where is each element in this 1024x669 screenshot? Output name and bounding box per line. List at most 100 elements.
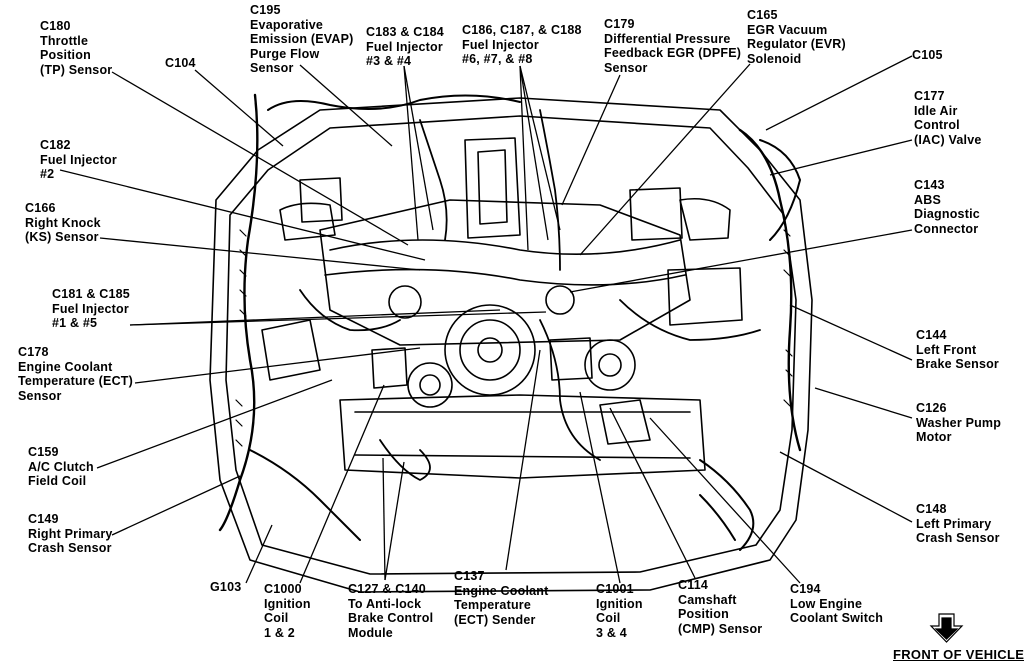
label-line: C183 & C184 — [366, 25, 444, 39]
label-line: Fuel Injector — [366, 39, 443, 54]
label-line: Fuel Injector — [52, 301, 129, 316]
label-c104: C104 — [165, 56, 196, 71]
label-line: #6, #7, & #8 — [462, 52, 533, 66]
label-line: EGR Vacuum — [747, 22, 828, 37]
leader-c114 — [609, 407, 696, 579]
label-line: Engine Coolant — [18, 359, 113, 374]
label-line: Right Knock — [25, 215, 101, 230]
label-line: Motor — [916, 430, 952, 444]
label-line: #2 — [40, 167, 55, 181]
label-line: Diagnostic — [914, 207, 980, 221]
front-of-vehicle-label: FRONT OF VEHICLE — [893, 647, 1024, 662]
label-line: Right Primary — [28, 526, 113, 541]
label-line: Ignition — [596, 596, 643, 611]
label-line: Camshaft — [678, 592, 737, 607]
label-line: C179 — [604, 17, 635, 31]
leader-g103 — [245, 524, 273, 584]
label-line: #1 & #5 — [52, 316, 98, 330]
label-line: Differential Pressure — [604, 31, 731, 46]
label-line: C144 — [916, 328, 947, 342]
label-line: Low Engine — [790, 596, 863, 611]
label-line: Crash Sensor — [916, 531, 1000, 545]
label-line: ABS — [914, 192, 941, 207]
label-line: Washer Pump — [916, 415, 1002, 430]
label-line: Field Coil — [28, 474, 87, 488]
label-line: Temperature — [454, 598, 531, 612]
leader-c1001 — [579, 391, 621, 584]
label-line: 1 & 2 — [264, 625, 295, 640]
label-line: Position — [678, 607, 729, 621]
label-line: 3 & 4 — [596, 625, 627, 640]
label-line: Left Primary — [916, 516, 992, 531]
label-line: Fuel Injector — [40, 152, 117, 167]
label-line: C182 — [40, 138, 71, 152]
label-line: Regulator (EVR) — [747, 37, 846, 51]
label-line: Brake Control — [348, 611, 434, 625]
leader-c105 — [765, 55, 913, 131]
label-line: Purge Flow — [250, 46, 320, 61]
leader-c149 — [111, 475, 241, 536]
leader-c186-b — [519, 65, 561, 231]
label-line: Brake Sensor — [916, 357, 999, 371]
label-line: Throttle — [40, 33, 89, 48]
leader-c177 — [769, 139, 913, 176]
label-line: G103 — [210, 580, 242, 594]
leader-c195 — [299, 64, 393, 147]
label-line: #3 & #4 — [366, 54, 412, 68]
label-line: C159 — [28, 445, 59, 459]
leader-c104 — [194, 69, 284, 147]
label-line: C181 & C185 — [52, 287, 130, 301]
label-line: Evaporative — [250, 17, 324, 32]
leader-c148 — [779, 451, 913, 523]
label-line: Emission (EVAP) — [250, 32, 354, 46]
leader-c1000 — [299, 384, 385, 584]
leader-c166 — [99, 237, 421, 271]
leader-c144 — [789, 304, 913, 361]
leader-c179 — [561, 74, 621, 206]
label-line: Control — [914, 118, 960, 132]
leader-c182 — [59, 169, 426, 261]
label-line: Fuel Injector — [462, 37, 539, 52]
label-line: C126 — [916, 401, 947, 415]
leader-c127-b — [384, 461, 405, 581]
label-line: Sensor — [250, 61, 294, 75]
compartment-outline — [209, 97, 813, 593]
leader-c137 — [505, 349, 541, 571]
label-c105: C105 — [912, 48, 943, 63]
label-line: Idle Air — [914, 103, 958, 118]
leader-c194 — [649, 417, 801, 584]
leader-c126 — [814, 387, 913, 419]
down-arrow-icon — [929, 613, 964, 643]
label-line: Module — [348, 625, 393, 640]
label-g103: G103 — [210, 580, 241, 595]
label-line: Solenoid — [747, 51, 802, 66]
leader-c181-b — [129, 311, 547, 326]
label-line: C186, C187, & C188 — [462, 23, 582, 37]
label-line: Sensor — [604, 60, 648, 75]
label-line: C105 — [912, 48, 943, 62]
label-line: (IAC) Valve — [914, 132, 982, 147]
label-line: C148 — [916, 502, 947, 516]
label-line: Temperature (ECT) — [18, 374, 133, 388]
label-line: Left Front — [916, 342, 977, 357]
label-line: Sensor — [18, 388, 62, 403]
leader-c178 — [134, 347, 421, 384]
